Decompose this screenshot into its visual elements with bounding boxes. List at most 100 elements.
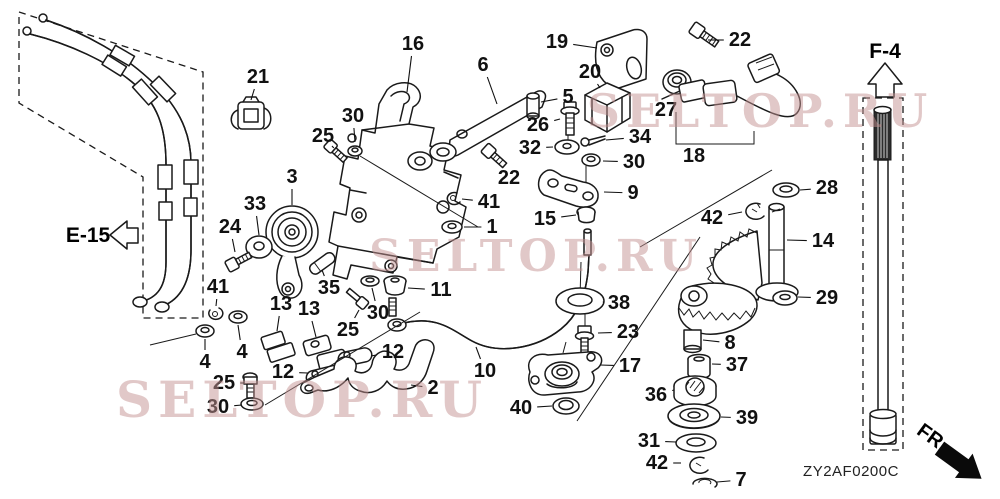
leader-line-28 bbox=[799, 188, 811, 191]
part-31-washer bbox=[675, 433, 717, 453]
part-33-washer bbox=[245, 235, 273, 259]
part-label-4: 4 bbox=[199, 351, 211, 373]
e15-label: E-15 bbox=[66, 224, 111, 247]
part-label-11: 11 bbox=[430, 279, 451, 301]
leader-line-10 bbox=[475, 346, 482, 360]
leader-line-5 bbox=[540, 98, 558, 103]
leader-line-20 bbox=[597, 83, 601, 89]
part-label-41: 41 bbox=[478, 191, 500, 213]
part-label-19: 19 bbox=[546, 31, 568, 53]
part-39-bearing bbox=[667, 403, 721, 430]
leader-line-13 bbox=[311, 320, 317, 338]
group-18-leader bbox=[675, 112, 755, 145]
fastener-stack-center bbox=[537, 101, 606, 354]
cable-reference-dashed-box bbox=[18, 11, 204, 319]
f4-arrow bbox=[867, 62, 903, 98]
leader-line-15 bbox=[561, 214, 577, 218]
leader-line-7 bbox=[716, 480, 731, 483]
leader-line-13 bbox=[276, 315, 280, 332]
leader-line-30 bbox=[353, 127, 356, 143]
part-label-2: 2 bbox=[427, 377, 438, 399]
part-label-42: 42 bbox=[701, 207, 723, 229]
leader-line-30 bbox=[371, 287, 376, 302]
e15-arrow bbox=[109, 220, 139, 250]
watermark-bottom-left: SELTOP.RU bbox=[116, 370, 488, 429]
watermark-top-right: SELTOP.RU bbox=[587, 84, 934, 138]
part-label-25: 25 bbox=[337, 319, 359, 341]
f4-label: F-4 bbox=[869, 40, 901, 63]
part-label-7: 7 bbox=[735, 469, 746, 491]
part-28-washer bbox=[772, 182, 800, 198]
part-label-22: 22 bbox=[729, 29, 751, 51]
part-14-gear-shaft bbox=[706, 182, 800, 306]
part-3-cam bbox=[265, 205, 319, 299]
part-label-30: 30 bbox=[367, 302, 389, 324]
leader-line-25 bbox=[331, 145, 335, 149]
part-label-30: 30 bbox=[207, 396, 229, 418]
part-40-oring bbox=[552, 397, 580, 415]
part-label-12: 12 bbox=[382, 341, 404, 363]
part-17-plate-assembly bbox=[528, 287, 605, 415]
leader-line-25 bbox=[354, 309, 360, 319]
part-label-32: 32 bbox=[519, 137, 541, 159]
part-label-10: 10 bbox=[474, 360, 496, 382]
bearing-stack bbox=[667, 353, 721, 488]
part-label-33: 33 bbox=[244, 193, 266, 215]
f4-shaft bbox=[869, 105, 897, 445]
part-24-bolt bbox=[224, 251, 253, 273]
leader-line-21 bbox=[250, 88, 255, 101]
part-label-1: 1 bbox=[486, 216, 497, 238]
leader-line-11 bbox=[407, 287, 425, 290]
part-23-bolt bbox=[574, 325, 595, 354]
part-label-42: 42 bbox=[646, 452, 668, 474]
part-30-washer-mid bbox=[360, 275, 380, 287]
part-18-sensor bbox=[661, 53, 801, 118]
leader-line-26 bbox=[554, 118, 561, 122]
part-5-collar bbox=[526, 92, 540, 120]
part-16-bracket bbox=[328, 82, 467, 280]
part-21-clip bbox=[230, 96, 272, 130]
part-label-3: 3 bbox=[286, 166, 297, 188]
leader-line-24 bbox=[231, 238, 236, 253]
part-label-17: 17 bbox=[619, 355, 641, 377]
part-29-washer bbox=[772, 290, 798, 306]
part-38-seal-washer bbox=[555, 287, 605, 315]
part-25-bolt-upper bbox=[323, 138, 348, 164]
part-7-washer-clip bbox=[692, 477, 718, 488]
throttle-cables bbox=[22, 13, 199, 313]
construction-lines bbox=[264, 155, 773, 422]
leader-line-8 bbox=[702, 339, 720, 343]
part-label-14: 14 bbox=[812, 230, 835, 252]
part-41-clip-left bbox=[208, 307, 224, 321]
leader-line-41 bbox=[461, 198, 473, 201]
part-label-13: 13 bbox=[270, 293, 292, 315]
leader-line-41 bbox=[215, 298, 218, 307]
part-4-washers bbox=[149, 310, 248, 346]
part-label-36: 36 bbox=[645, 384, 667, 406]
leader-line-40 bbox=[537, 405, 553, 408]
part-label-20: 20 bbox=[579, 61, 601, 83]
leader-line-19 bbox=[573, 43, 598, 49]
part-label-34: 34 bbox=[629, 126, 652, 148]
leader-line-9 bbox=[603, 191, 623, 194]
leader-line-2 bbox=[410, 384, 423, 388]
part-34-cotter-pin bbox=[580, 135, 606, 147]
part-label-37: 37 bbox=[726, 354, 748, 376]
part-label-23: 23 bbox=[617, 321, 639, 343]
part-label-18: 18 bbox=[683, 145, 705, 167]
part-42-eclip-upper bbox=[745, 202, 765, 221]
diagram-code: ZY2AF0200C bbox=[803, 463, 899, 480]
fr-arrow: FR. bbox=[913, 420, 982, 479]
part-label-5: 5 bbox=[562, 86, 573, 108]
leader-line-4 bbox=[237, 324, 241, 341]
part-32-washer bbox=[554, 139, 580, 155]
watermark-center: SELTOP.RU bbox=[369, 231, 703, 282]
part-label-15: 15 bbox=[534, 208, 556, 230]
part-30-nut-upper bbox=[581, 153, 601, 167]
watermarks: SELTOP.RU SELTOP.RU SELTOP.RU bbox=[116, 84, 934, 429]
part-label-24: 24 bbox=[219, 216, 242, 238]
leader-line-34 bbox=[605, 137, 624, 141]
part-22-bolt-top bbox=[688, 21, 720, 48]
leader-line-16 bbox=[406, 55, 413, 93]
part-42-eclip-lower bbox=[689, 456, 709, 475]
